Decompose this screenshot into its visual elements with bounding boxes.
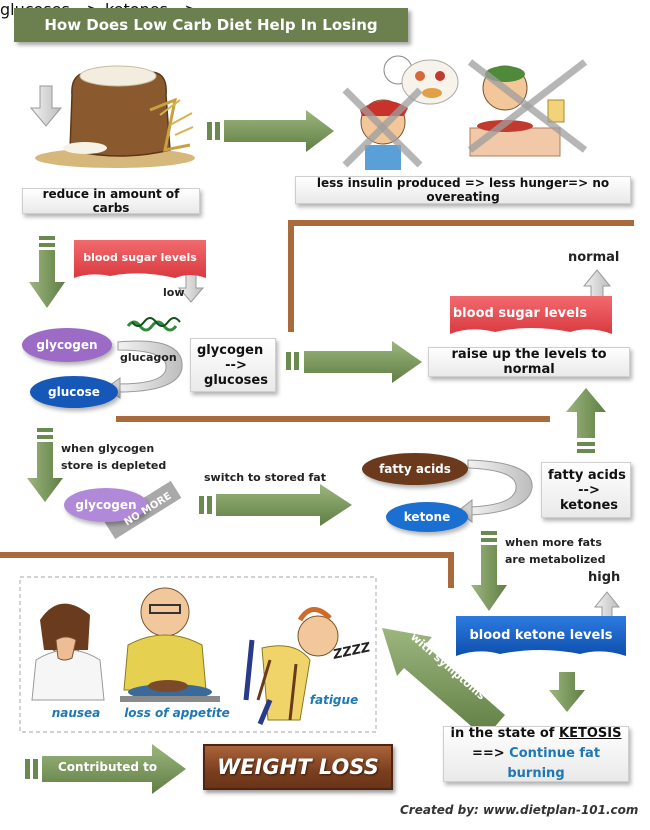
glucagon-helix-icon — [126, 317, 181, 332]
reduce-carbs-box: reduce in amount of carbs — [22, 187, 200, 215]
ketosis-box: in the state of KETOSIS ==> Continue fat… — [443, 726, 629, 782]
fatty-acids-label: fatty acids — [379, 462, 451, 476]
arrow-to-less-insulin — [207, 110, 334, 152]
ketosis-line: in the state of KETOSIS — [451, 724, 622, 744]
arrow-with-symptoms — [382, 628, 505, 738]
raise-levels-label: raise up the levels to normal — [451, 347, 607, 377]
glycogen-depleted-line2: store is depleted — [61, 459, 167, 472]
loss-of-appetite-person-icon — [120, 587, 220, 702]
fatigue-caption: fatigue — [309, 693, 359, 707]
page-title: How Does Low Carb Diet Help In Losing We… — [14, 8, 408, 68]
glucose-label: glucose — [48, 385, 100, 399]
more-fats-line2: are metabolized — [505, 553, 606, 566]
glycogen-depleted-label: glycogen — [75, 498, 137, 512]
arrow-down-to-ketosis — [549, 672, 585, 712]
glucagon-label: glucagon — [120, 351, 177, 364]
nausea-caption: nausea — [51, 706, 101, 720]
fatty-to-ketones-line2: --> ketones — [559, 482, 619, 513]
loss-of-appetite-caption: loss of appetite — [124, 706, 230, 720]
glycogen-depleted-line1: when glycogen — [61, 442, 155, 455]
contributed-to-label: Contributed to — [58, 760, 158, 774]
arrow-down-to-glycogen — [29, 236, 65, 308]
switch-fat-label: switch to stored fat — [204, 471, 326, 484]
blood-sugar-normal-label: blood sugar levels — [452, 305, 588, 321]
blood-sugar-low-label: blood sugar levels — [83, 250, 197, 264]
ketone-oval: ketone — [386, 502, 468, 532]
reduce-carbs-label: reduce in amount of carbs — [42, 187, 180, 215]
curved-arrow-fatty-to-ketone — [457, 459, 533, 524]
glucose-oval: glucose — [30, 376, 118, 408]
arrow-contributed-to — [25, 744, 186, 794]
glycogen-depleted-oval: glycogen — [64, 488, 148, 522]
fatty-acids-oval: fatty acids — [362, 453, 468, 485]
glycogen-label: glycogen — [36, 338, 98, 352]
arrow-to-raise-levels — [286, 341, 422, 383]
fatty-to-ketones-line1: fatty acids — [548, 467, 626, 483]
arrow-down-more-fats — [471, 531, 507, 611]
glycogen-to-glucoses-line1: glycogen — [197, 342, 264, 358]
glycogen-to-glucoses-box: glycogen --> glucoses — [190, 338, 276, 392]
more-fats-line1: when more fats — [505, 536, 602, 549]
less-insulin-box: less insulin produced => less hunger=> n… — [295, 176, 631, 204]
credit-text: Created by: www.dietplan-101.com — [400, 803, 639, 817]
fatty-to-ketones-box: fatty acids --> ketones — [541, 462, 631, 518]
weight-loss-sign: WEIGHT LOSS — [203, 744, 393, 790]
glycogen-oval: glycogen — [22, 328, 112, 362]
more-fats-note: when more fats are metabolized — [505, 534, 605, 568]
arrow-switch-to-fat — [199, 484, 352, 526]
ketone-label: ketone — [403, 510, 451, 524]
low-label: low — [163, 286, 185, 299]
grey-down-arrow-icon — [29, 85, 63, 127]
ketosis-prefix: in the state of — [450, 726, 559, 741]
glycogen-depleted-note: when glycogen store is depleted — [61, 440, 166, 474]
weight-loss-label: WEIGHT LOSS — [217, 755, 379, 779]
normal-label: normal — [568, 250, 620, 265]
symptoms-frame — [19, 576, 377, 733]
blood-ketone-label: blood ketone levels — [469, 627, 613, 643]
continue-burning: Continue fat burning — [507, 746, 601, 781]
arrow-down-glycogen-depleted — [27, 428, 63, 502]
blood-sugar-low-ribbon — [74, 240, 206, 278]
glycogen-to-glucoses-line2: --> glucoses — [204, 357, 268, 388]
blood-ketone-high-ribbon — [456, 616, 626, 656]
nausea-person-icon — [31, 603, 105, 701]
ketosis-term: KETOSIS — [559, 726, 622, 741]
high-label: high — [588, 570, 621, 585]
no-hunger-people-icon — [342, 55, 588, 170]
blood-sugar-normal-ribbon — [450, 296, 612, 334]
flour-sack-icon — [35, 65, 195, 168]
fatigue-person-icon — [243, 607, 339, 725]
brown-divider-lines — [0, 220, 634, 588]
continue-prefix: ==> — [471, 746, 510, 761]
continue-line: ==> Continue fat burning — [444, 744, 628, 784]
less-insulin-label: less insulin produced => less hunger=> n… — [316, 176, 610, 204]
arrow-up-to-raise-levels — [566, 388, 606, 453]
raise-levels-box: raise up the levels to normal — [428, 347, 630, 377]
